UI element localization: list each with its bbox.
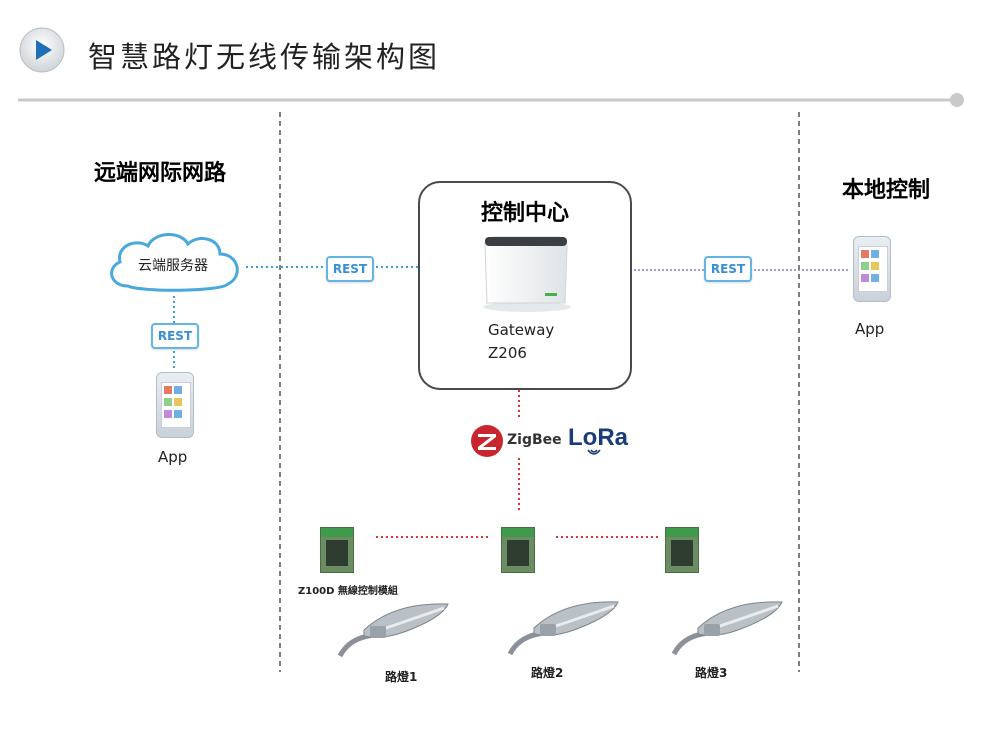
z100d-module-3: [665, 527, 699, 573]
lamp-2-label: 路燈2: [531, 666, 564, 680]
street-lamp-1-icon: [337, 603, 449, 658]
cloud-icon: [110, 233, 239, 292]
zigbee-text: ZigBee: [507, 432, 562, 448]
rest-badge-gateway-local: REST: [704, 256, 752, 282]
header-divider: [18, 93, 964, 107]
rest-badge-cloud-app: REST: [151, 323, 199, 349]
local-section-title: 本地控制: [842, 178, 931, 203]
lora-logo: LoRa: [568, 422, 638, 462]
lamp-3-label: 路燈3: [695, 666, 728, 680]
module-label: Z100D 無線控制模組: [298, 586, 398, 597]
lora-text: LoRa: [568, 424, 628, 451]
zigbee-logo: ZigBee: [470, 424, 566, 458]
remote-app-label: App: [158, 448, 188, 466]
control-center-box: 控制中心 Gateway Z206: [418, 181, 632, 390]
control-center-title: 控制中心: [480, 201, 569, 226]
gateway-name: Gateway: [488, 321, 555, 339]
local-app-phone-icon: [853, 236, 891, 302]
street-lamp-3-icon: [671, 601, 783, 656]
cloud-label: 云端服务器: [138, 258, 208, 274]
gateway-model: Z206: [488, 344, 527, 362]
cloud-server: 云端服务器: [100, 226, 250, 300]
play-icon: [18, 26, 66, 74]
local-app-label: App: [855, 320, 885, 338]
z100d-module-1: [320, 527, 354, 573]
remote-section-title: 远端网际网路: [94, 161, 227, 186]
remote-app-phone-icon: [156, 372, 194, 438]
zigbee-icon: [471, 425, 503, 457]
lamp-1-label: 路燈1: [385, 670, 418, 684]
page-title: 智慧路灯无线传输架构图: [88, 40, 441, 74]
lora-wave-icon: [587, 449, 601, 455]
street-lamp-2-icon: [507, 601, 619, 656]
rest-badge-cloud-gateway: REST: [326, 256, 374, 282]
z100d-module-2: [501, 527, 535, 573]
gateway-device-icon: [475, 233, 575, 313]
